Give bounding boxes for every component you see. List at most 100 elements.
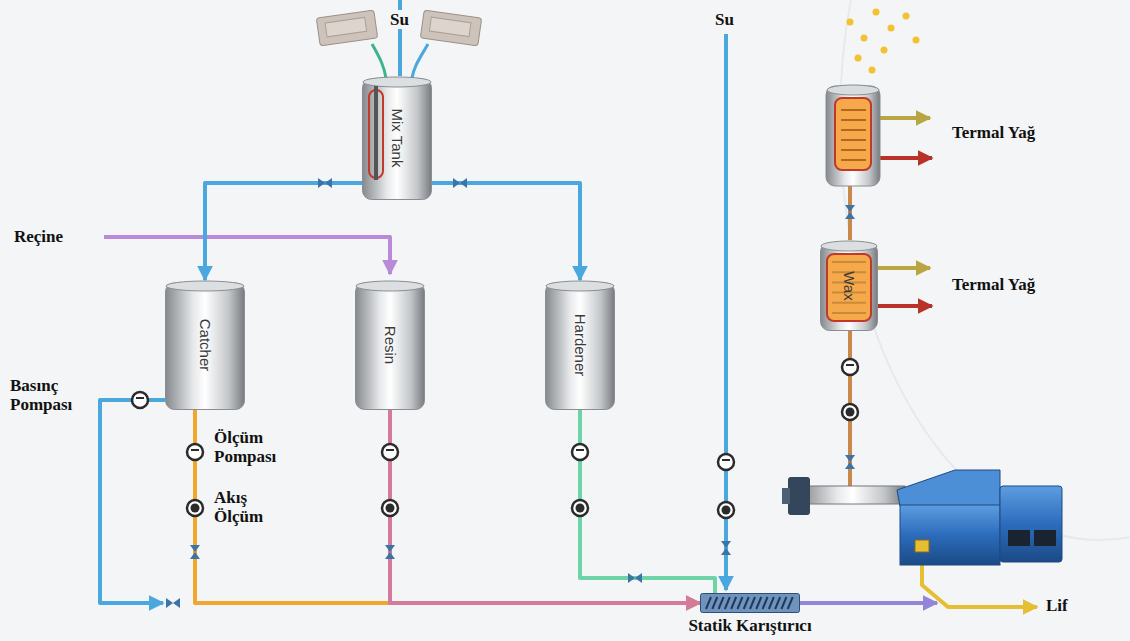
extruder — [788, 477, 810, 515]
valve — [385, 545, 395, 559]
pipe — [878, 304, 932, 308]
resin-tank-shape — [356, 281, 424, 291]
extruder — [782, 488, 790, 504]
water-label: Su — [712, 10, 737, 29]
resin-tank: Resin — [355, 280, 425, 410]
extruder — [800, 486, 905, 504]
static-mixer-shape — [701, 594, 800, 613]
mix-tank: Mix Tank — [362, 76, 432, 200]
hardener-tank: Hardener — [545, 280, 615, 410]
feed-pellets — [888, 25, 895, 32]
tank-label: Hardener — [572, 314, 589, 377]
mixer-label: Statik Karıştırıcı — [688, 616, 811, 636]
thermal-oil-label: Termal Yağ — [952, 123, 1035, 142]
heater-tank — [835, 98, 871, 170]
material-bag — [420, 10, 481, 46]
heater-tank — [826, 86, 880, 186]
flow-meter — [718, 502, 734, 518]
metering-pump — [572, 444, 588, 460]
valve — [845, 205, 855, 219]
wax-tank-shape — [821, 241, 877, 251]
extruder — [897, 470, 1000, 506]
feed-pellets — [903, 13, 910, 20]
feed-pellets — [873, 9, 880, 16]
pipe — [412, 44, 428, 78]
static-mixer: Statik Karıştırıcı — [700, 593, 800, 613]
pump-label: Basınç Pompası — [10, 376, 94, 414]
pipe — [104, 237, 390, 274]
output-label: Lif — [1046, 596, 1068, 615]
static-mixer-shape — [706, 597, 793, 609]
material-bag — [429, 17, 471, 36]
pipe — [880, 116, 930, 120]
feed-pellets — [847, 9, 920, 74]
mix-tank-shape — [363, 79, 432, 200]
metering-pump — [187, 444, 203, 460]
pipe — [372, 44, 386, 78]
wax-tank-shape — [827, 254, 871, 321]
wax-tank-shape — [832, 262, 866, 313]
extruder — [1000, 486, 1062, 562]
resin-tank-shape — [356, 283, 425, 410]
pipe-connector — [432, 183, 580, 280]
pump-label: Ölçüm Pompası — [214, 428, 298, 466]
resin-inlet-label: Reçine — [14, 227, 63, 246]
flow-meter-label: Akış Ölçüm — [214, 488, 284, 526]
catcher-tank-shape — [166, 281, 244, 291]
catcher-tank-shape — [166, 283, 245, 410]
valve — [318, 178, 332, 188]
mix-tank-shape — [374, 86, 378, 180]
heater-tank — [827, 85, 879, 95]
flow-meter — [382, 500, 398, 516]
hardener-tank-shape — [546, 281, 614, 291]
extruder — [900, 505, 1000, 565]
valve — [190, 545, 200, 559]
extruder — [915, 540, 929, 552]
tank-label: Resin — [382, 326, 399, 364]
water-label: Su — [387, 10, 412, 29]
tank-label: Mix Tank — [389, 109, 406, 168]
valve — [628, 573, 642, 583]
heater-tank — [826, 85, 880, 186]
pipe-connector — [195, 410, 700, 603]
pipe — [878, 266, 930, 270]
pipe-connector — [390, 410, 700, 603]
flow-meter — [572, 500, 588, 516]
pipe — [148, 398, 165, 402]
material-bag — [316, 10, 377, 46]
extruder — [1008, 530, 1030, 546]
feed-pellets — [861, 35, 868, 42]
feed-pellets — [847, 19, 854, 26]
pipe — [100, 0, 1037, 607]
flow-meter — [187, 500, 203, 516]
pressure-pump — [132, 392, 148, 408]
mix-tank-shape — [363, 77, 431, 87]
feed-pellets — [869, 67, 876, 74]
thermal-oil-label: Termal Yağ — [952, 275, 1035, 294]
valve — [721, 541, 731, 555]
wax-tank: Wax — [820, 240, 878, 331]
tank-label: Catcher — [197, 319, 214, 372]
pipe — [880, 156, 932, 160]
material-bag — [325, 17, 367, 36]
valve — [845, 455, 855, 469]
hardener-tank-shape — [546, 283, 615, 410]
feed-pellets — [881, 47, 888, 54]
feed-pellets — [855, 55, 862, 62]
water-pump — [718, 454, 734, 470]
feed-pellets — [913, 37, 920, 44]
pipe — [100, 400, 163, 603]
tank-label: Wax — [841, 271, 858, 300]
background-arc — [840, 0, 1130, 540]
pipe-connector — [580, 410, 715, 593]
pipe — [800, 601, 937, 605]
catcher-tank: Catcher — [165, 280, 245, 410]
valve — [453, 178, 467, 188]
pipe-connector — [205, 183, 362, 280]
flow-meter — [842, 404, 858, 420]
wax-pump — [842, 359, 858, 375]
static-mixer-shape — [700, 593, 800, 613]
heater-tank — [841, 110, 866, 160]
